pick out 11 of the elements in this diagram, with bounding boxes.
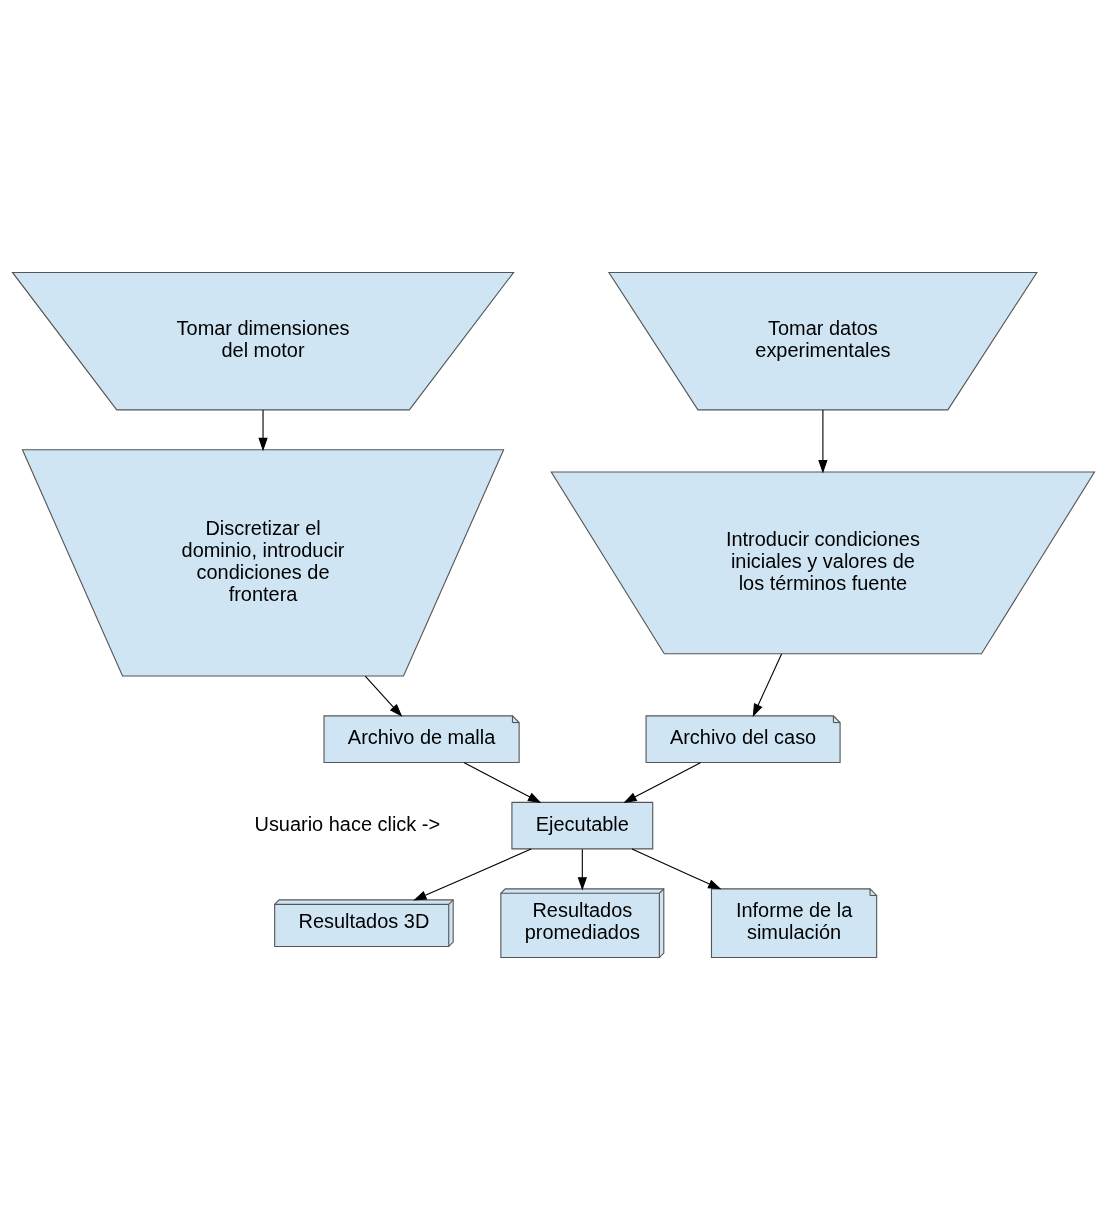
arrow xyxy=(413,848,532,901)
arrow xyxy=(818,409,828,474)
node-box: Ejecutable xyxy=(511,801,654,850)
arrow xyxy=(631,848,722,890)
arrow xyxy=(463,762,542,803)
label: Usuario hace click -> xyxy=(254,812,441,835)
arrow xyxy=(258,409,268,452)
arrow xyxy=(577,848,587,891)
arrow xyxy=(623,762,701,803)
arrow xyxy=(752,653,783,718)
arrow xyxy=(364,675,403,717)
